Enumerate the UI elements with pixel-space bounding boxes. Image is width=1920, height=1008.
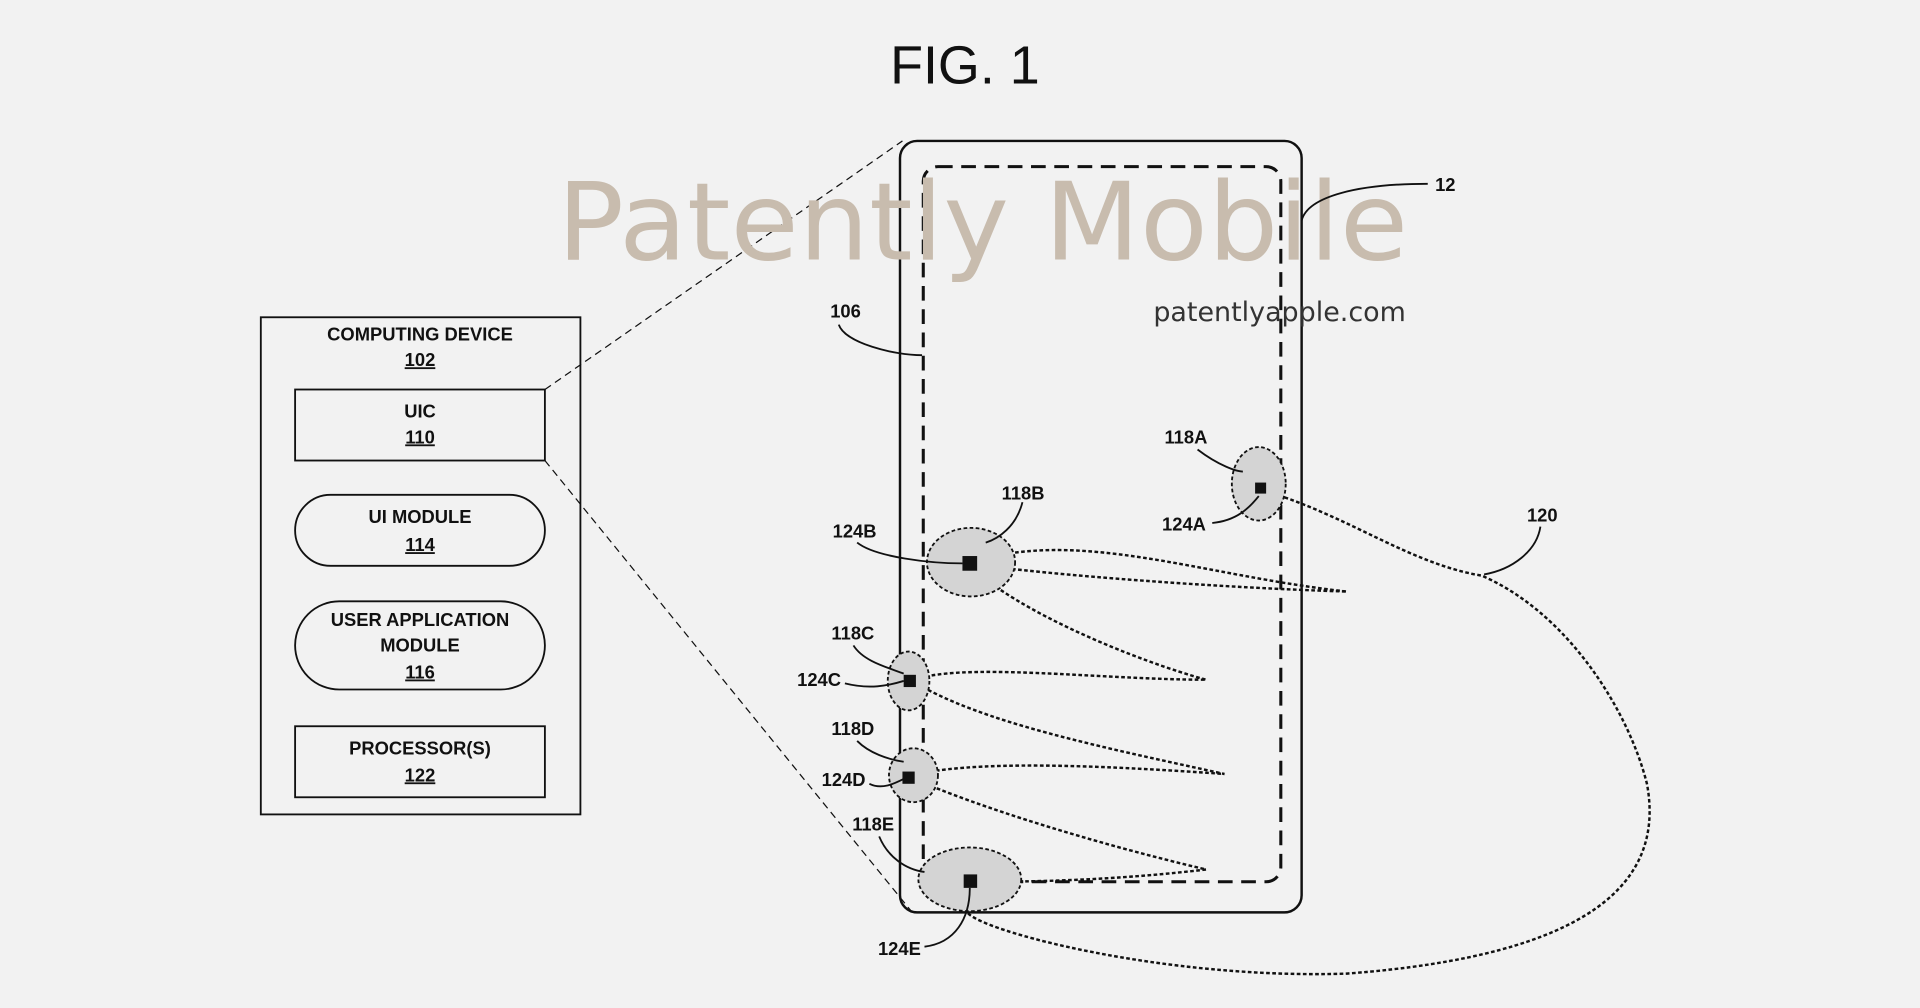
user-app-label-1: USER APPLICATION [331, 609, 510, 630]
label-display: 106 [830, 300, 861, 321]
touch-region-118c [886, 650, 931, 712]
leader-lines [837, 182, 1542, 948]
figure-title: FIG. 1 [890, 35, 1040, 95]
display-region [921, 165, 1283, 884]
label-device: 12 [1435, 174, 1455, 195]
label-124e: 124E [878, 938, 921, 959]
uic-label: UIC [404, 401, 436, 422]
label-118c: 118C [831, 622, 874, 643]
processor-label: PROCESSOR(S) [349, 737, 491, 758]
user-app-ref: 116 [405, 661, 435, 682]
uic-box [294, 388, 546, 462]
watermark-title: Patently Mobile [557, 161, 1408, 286]
ui-module-label: UI MODULE [368, 506, 471, 527]
label-124c: 124C [797, 669, 841, 690]
label-118a: 118A [1164, 426, 1207, 447]
processor-box [294, 725, 546, 799]
watermark-url: patentlyapple.com [1153, 297, 1406, 328]
ui-module-ref: 114 [405, 534, 435, 555]
label-124b: 124B [833, 521, 877, 542]
label-118e: 118E [852, 813, 894, 834]
touch-region-118d [888, 747, 939, 804]
user-application-module-box [294, 600, 546, 691]
touch-region-118a [1230, 446, 1287, 522]
user-app-label-2: MODULE [380, 635, 460, 656]
processor-ref: 122 [405, 764, 436, 785]
label-124a: 124A [1162, 513, 1206, 534]
uic-ref: 110 [405, 426, 435, 447]
label-124d: 124D [822, 769, 866, 790]
computing-device-ref: 102 [405, 349, 436, 370]
label-118d: 118D [831, 718, 874, 739]
gesture-path [908, 488, 1651, 976]
label-gesture: 120 [1527, 505, 1558, 526]
device-outline [898, 139, 1303, 914]
label-118b: 118B [1002, 483, 1045, 504]
computing-device-title: COMPUTING DEVICE [327, 324, 513, 345]
ui-module-box [294, 493, 546, 567]
computing-device-box: COMPUTING DEVICE 102 UIC 110 UI MODULE 1… [259, 316, 582, 816]
touch-region-118e [917, 846, 1023, 913]
